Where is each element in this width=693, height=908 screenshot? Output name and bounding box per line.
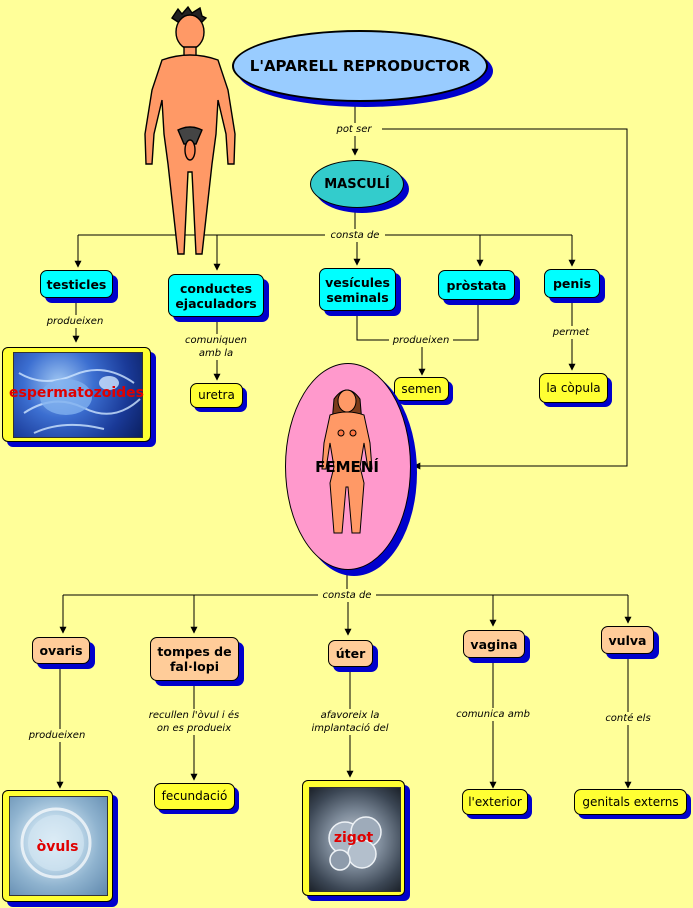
espermatozoides-image-box: espermatozoides — [2, 347, 151, 442]
vagina-label: vagina — [470, 636, 518, 652]
fecundacio-node: fecundació — [154, 783, 235, 810]
female-figure-image — [321, 389, 373, 534]
conductes-ejaculadors-label: conductes ejaculadors — [175, 280, 257, 311]
vesicules-seminals-label: vesícules seminals — [325, 274, 390, 305]
link-comuniquen: comuniquen amb la — [180, 334, 252, 360]
masculi-label: MASCULÍ — [324, 176, 390, 192]
copula-node: la còpula — [539, 373, 608, 403]
semen-node: semen — [394, 377, 449, 401]
vulva-label: vulva — [608, 632, 647, 648]
vagina-node: vagina — [463, 630, 525, 658]
ovuls-caption: òvuls — [36, 839, 79, 855]
ovuls-image-box: òvuls — [2, 790, 113, 902]
genitals-externs-label: genitals externs — [582, 794, 679, 809]
root-node: L'APARELL REPRODUCTOR — [232, 30, 488, 102]
prostata-node: pròstata — [438, 270, 515, 300]
masculi-node: MASCULÍ — [310, 160, 404, 208]
semen-label: semen — [401, 381, 442, 396]
fecundacio-label: fecundació — [161, 789, 228, 803]
sperm-shapes — [18, 369, 141, 434]
uretra-node: uretra — [190, 383, 243, 408]
uter-node: úter — [328, 640, 373, 667]
ovum-micrograph-image — [9, 796, 108, 896]
testicles-label: testicles — [46, 276, 107, 292]
male-figure-image — [144, 5, 236, 255]
uretra-label: uretra — [198, 388, 235, 402]
penis-node: penis — [544, 269, 600, 298]
link-recullen: recullen l'òvul i és on es produeix — [144, 709, 244, 735]
link-consta-de-male: consta de — [325, 229, 385, 242]
ovaris-node: ovaris — [32, 637, 90, 664]
link-produeixen-testicles: produeixen — [44, 315, 106, 328]
link-produeixen-semen: produeixen — [389, 334, 453, 347]
genitals-externs-node: genitals externs — [574, 789, 687, 815]
zygote-micrograph-image — [309, 787, 401, 892]
vesicules-seminals-node: vesícules seminals — [319, 268, 396, 311]
link-afavoreix: afavoreix la implantació del — [306, 709, 394, 735]
testicles-node: testicles — [40, 270, 113, 298]
root-label: L'APARELL REPRODUCTOR — [249, 56, 471, 75]
link-pot-ser: pot ser — [331, 123, 377, 136]
zigot-image-box: zigot — [302, 780, 405, 896]
link-permet: permet — [549, 326, 593, 339]
zygote-cells — [328, 816, 382, 871]
link-conte-els: conté els — [602, 712, 654, 725]
ovaris-label: ovaris — [39, 643, 83, 658]
conductes-ejaculadors-node: conductes ejaculadors — [168, 274, 264, 317]
link-comunica-amb: comunica amb — [454, 708, 532, 721]
exterior-node: l'exterior — [462, 789, 528, 815]
zigot-caption: zigot — [333, 830, 374, 846]
tompes-label: tompes de fal·lopi — [157, 644, 232, 674]
vulva-node: vulva — [601, 626, 654, 654]
tompes-node: tompes de fal·lopi — [150, 637, 239, 681]
espermatozoides-caption: espermatozoides — [8, 385, 144, 401]
link-consta-de-female: consta de — [318, 589, 376, 602]
femeni-label: FEMENÍ — [315, 458, 379, 476]
ovum-shape — [20, 807, 92, 879]
prostata-label: pròstata — [446, 277, 507, 293]
link-produeixen-ovaris: produeixen — [26, 729, 88, 742]
uter-label: úter — [335, 646, 366, 661]
penis-label: penis — [552, 276, 592, 291]
copula-label: la còpula — [546, 380, 601, 395]
exterior-label: l'exterior — [468, 794, 522, 809]
sperm-micrograph-image — [13, 352, 143, 438]
